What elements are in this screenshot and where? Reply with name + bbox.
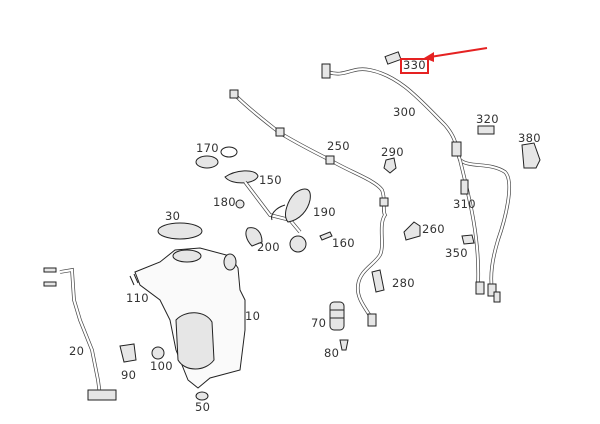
label-310: 310 [453,197,476,211]
part-100 [151,346,165,360]
part-310 [460,179,469,195]
part-320 [477,125,495,135]
label-10: 10 [245,309,261,323]
label-250: 250 [327,139,350,153]
label-50: 50 [195,400,211,414]
label-350: 350 [445,246,468,260]
label-330-highlighted: 330 [400,58,429,74]
part-190-seal [285,188,311,223]
label-30: 30 [165,209,181,223]
highlight-arrow [424,47,488,62]
label-110: 110 [126,291,149,305]
label-150: 150 [259,173,282,187]
label-70: 70 [311,316,327,330]
hose-connector [451,141,462,157]
part-170-cap [195,155,219,169]
part-80 [339,339,349,351]
part-160-bolt [319,231,333,241]
label-190: 190 [313,205,336,219]
nozzle-connector [475,281,485,295]
hose-clip [275,127,285,137]
hose-clip [229,89,239,99]
label-320: 320 [476,112,499,126]
label-20: 20 [69,344,85,358]
part-180 [235,199,245,209]
hose-250 [229,89,389,327]
label-300: 300 [393,105,416,119]
part-330-connector [384,51,402,65]
part-200 [245,227,263,247]
label-170: 170 [196,141,219,155]
nozzle-connector [493,291,501,303]
part-170-ring [220,146,238,158]
part-10-reservoir [134,247,246,389]
part-260 [403,221,421,241]
nozzle-connector [487,283,497,297]
label-160: 160 [332,236,355,250]
part-20-hose [43,267,117,401]
label-80: 80 [324,346,340,360]
part-90 [119,343,137,363]
arrow-190 [271,204,286,221]
label-100: 100 [150,359,173,373]
label-260: 260 [422,222,445,236]
label-200: 200 [257,240,280,254]
part-110 [129,273,139,286]
part-30-cap [157,222,203,240]
part-150-filler [224,170,307,253]
label-280: 280 [392,276,415,290]
label-290: 290 [381,145,404,159]
hose-clip [325,155,335,165]
label-380: 380 [518,131,541,145]
part-380 [521,142,541,169]
hose-end [367,313,377,327]
hose-connector [321,63,331,79]
part-50 [195,391,209,401]
label-180: 180 [213,195,236,209]
part-280 [371,269,385,293]
part-290 [383,157,397,174]
part-350 [461,234,475,245]
part-70-pump [329,301,345,331]
hose-300 [321,63,511,303]
hose-clip [379,197,389,207]
label-90: 90 [121,368,137,382]
